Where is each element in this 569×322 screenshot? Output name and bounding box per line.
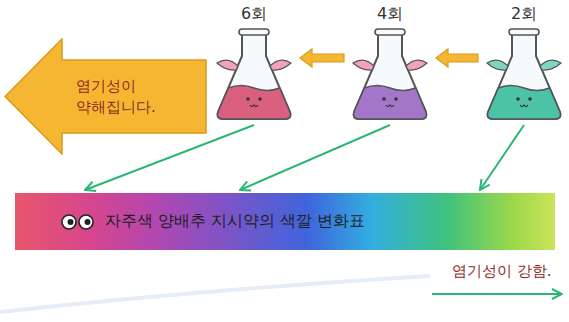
flask-mouth <box>386 105 394 107</box>
leader-arrow <box>240 125 390 190</box>
flask-mouth <box>250 105 258 107</box>
pupil <box>68 219 74 225</box>
flask-rim <box>375 29 405 35</box>
direction-arrow <box>432 293 562 295</box>
flask-label: 6회 <box>212 4 296 26</box>
band-title: 자주색 양배추 지시약의 색깔 변화표 <box>105 211 365 232</box>
flask-hand <box>270 60 291 70</box>
flask-outline <box>218 34 291 119</box>
leader-arrow <box>480 125 524 190</box>
flask-rim <box>239 29 269 35</box>
flask-label: 4회 <box>348 4 432 26</box>
eye <box>62 215 76 229</box>
flask-liquid <box>354 86 427 120</box>
flask-hand <box>487 60 508 70</box>
flask-liquid <box>218 86 291 120</box>
flask-hand <box>353 60 374 70</box>
big-arrow-shape <box>4 38 207 155</box>
leader-arrow <box>85 125 254 190</box>
flask-node: 6회 <box>212 4 296 122</box>
flask-illustration <box>348 26 432 122</box>
flask-label: 2회 <box>482 4 566 26</box>
flask-eye <box>258 97 262 101</box>
flask-hand <box>217 60 238 70</box>
pupil <box>85 219 91 225</box>
flask-hand <box>406 60 427 70</box>
flask-hand <box>540 60 561 70</box>
step-arrow <box>300 49 344 67</box>
step-arrow <box>436 49 478 67</box>
flask-eye <box>246 97 250 101</box>
flask-eye <box>382 97 386 101</box>
big-arrow <box>5 39 206 154</box>
flask-illustration <box>212 26 296 122</box>
flask-illustration <box>482 26 566 122</box>
flask-outline <box>488 34 561 119</box>
eyes-icon <box>61 212 95 232</box>
flask-eye <box>394 97 398 101</box>
flask-liquid <box>488 86 561 120</box>
flask-outline <box>354 34 427 119</box>
flask-node: 2회 <box>482 4 566 122</box>
flask-mouth <box>520 105 528 107</box>
eye <box>79 215 93 229</box>
color-band: 자주색 양배추 지시약의 색깔 변화표 <box>15 193 555 250</box>
flask-rim <box>509 29 539 35</box>
arrow-node: 염기성이 약해집니다. <box>4 38 207 155</box>
decor-curve <box>0 276 430 312</box>
flask-node: 4회 <box>348 4 432 122</box>
flask-eye <box>516 97 520 101</box>
flask-eye <box>528 97 532 101</box>
arrow-text: 염기성이 약해집니다. <box>76 76 186 118</box>
note-label: 염기성이 강함. <box>452 262 552 281</box>
